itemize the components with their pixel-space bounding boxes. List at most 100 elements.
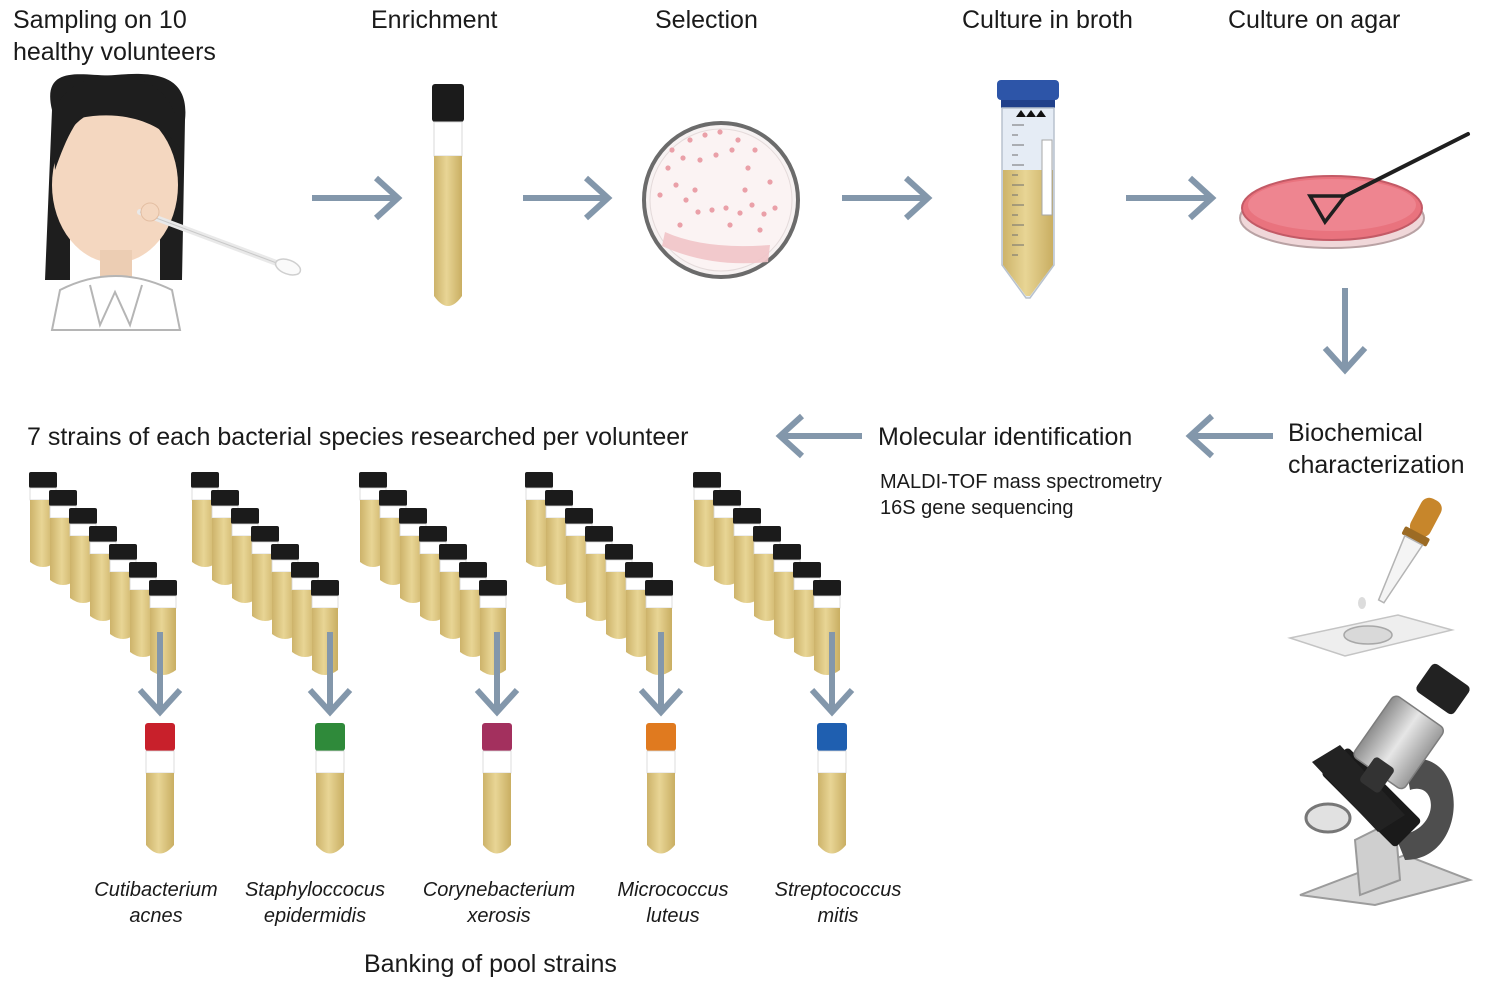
tube-cap bbox=[753, 526, 781, 542]
enrichment-tube bbox=[432, 84, 464, 306]
step-selection-label: Selection bbox=[655, 6, 758, 34]
tube-cap bbox=[545, 490, 573, 506]
colony bbox=[723, 205, 729, 211]
pool-tube-broth bbox=[647, 773, 675, 854]
culture-tube bbox=[379, 490, 407, 585]
tube-broth bbox=[480, 608, 506, 675]
culture-tube bbox=[359, 472, 387, 567]
tube-cap bbox=[459, 562, 487, 578]
colony bbox=[683, 197, 689, 203]
tube-cap bbox=[585, 526, 613, 542]
tube-label bbox=[311, 595, 339, 609]
culture-tube bbox=[29, 472, 57, 567]
tube-label bbox=[813, 595, 841, 609]
pool-tube-broth bbox=[483, 773, 511, 854]
tube-cap bbox=[231, 508, 259, 524]
arrow-molecular-to-strains bbox=[775, 413, 862, 459]
tube-cap bbox=[359, 472, 387, 488]
sampling-line-1: Sampling on 10 bbox=[13, 6, 187, 34]
method-16s-sequencing: 16S gene sequencing bbox=[880, 497, 1074, 519]
tube-broth bbox=[70, 536, 96, 603]
pool-tube bbox=[145, 723, 175, 854]
pool-tube-cap bbox=[315, 723, 345, 751]
culture-tube bbox=[129, 562, 157, 657]
culture-tube bbox=[109, 544, 137, 639]
species-label-3: Micrococcus luteus bbox=[578, 877, 768, 929]
arrow-sampling-to-enrichment bbox=[312, 175, 403, 221]
tube-cap bbox=[733, 508, 761, 524]
arrow-to-pool-tube bbox=[307, 632, 353, 717]
species-label-0: Cutibacterium acnes bbox=[61, 877, 251, 929]
species-name-line-1: Micrococcus bbox=[617, 879, 729, 901]
method-maldi-tof: MALDI-TOF mass spectrometry bbox=[880, 471, 1162, 493]
strain-tube-batches bbox=[29, 472, 841, 675]
tube-cap bbox=[379, 490, 407, 506]
flow-arrows bbox=[137, 175, 1368, 717]
tube-broth bbox=[360, 500, 386, 567]
species-label-1: Staphyloccocus epidermidis bbox=[220, 877, 410, 929]
agar-plate bbox=[1239, 132, 1470, 249]
species-label-4: Streptococcus mitis bbox=[743, 877, 933, 929]
tube-cap bbox=[29, 472, 57, 488]
tube-broth bbox=[774, 572, 800, 639]
tube-batch bbox=[693, 472, 841, 675]
pool-tube-cap bbox=[482, 723, 512, 751]
species-name-line-2: epidermidis bbox=[263, 905, 367, 927]
step-culture-broth-label: Culture in broth bbox=[962, 6, 1133, 34]
tube-broth bbox=[292, 590, 318, 657]
tube-broth bbox=[566, 536, 592, 603]
tube-broth bbox=[714, 518, 740, 585]
species-name-line-2: xerosis bbox=[467, 905, 531, 927]
broth-falcon-tube bbox=[997, 80, 1059, 299]
tube-broth bbox=[110, 572, 136, 639]
pool-tube bbox=[817, 723, 847, 854]
colony bbox=[692, 187, 698, 193]
tube-broth bbox=[252, 554, 278, 621]
culture-tube bbox=[211, 490, 239, 585]
tube-broth bbox=[460, 590, 486, 657]
pool-tube bbox=[482, 723, 512, 854]
tube-broth bbox=[814, 608, 840, 675]
colony bbox=[657, 192, 663, 198]
culture-tube bbox=[813, 580, 841, 675]
tube-broth bbox=[546, 518, 572, 585]
tube-batch bbox=[29, 472, 177, 675]
pool-strain-tubes bbox=[145, 723, 847, 854]
selection-plate bbox=[642, 121, 800, 279]
tube-batch bbox=[359, 472, 507, 675]
culture-tube bbox=[311, 580, 339, 675]
species-label-2: Corynebacterium xerosis bbox=[404, 877, 594, 929]
pool-tube bbox=[315, 723, 345, 854]
colony bbox=[729, 147, 735, 153]
colony bbox=[665, 165, 671, 171]
microscope bbox=[1299, 663, 1474, 907]
tube-cap bbox=[271, 544, 299, 560]
colony bbox=[749, 202, 755, 208]
arrow-to-pool-tube bbox=[137, 632, 183, 717]
colony bbox=[761, 211, 767, 217]
colony bbox=[697, 157, 703, 163]
tube-broth bbox=[212, 518, 238, 585]
tube-broth bbox=[694, 500, 720, 567]
colony bbox=[709, 207, 715, 213]
tube-cap bbox=[89, 526, 117, 542]
pool-tube-cap bbox=[145, 723, 175, 751]
tube-cap bbox=[69, 508, 97, 524]
tube-cap bbox=[479, 580, 507, 596]
tube-broth bbox=[50, 518, 76, 585]
tube-cap bbox=[191, 472, 219, 488]
tube-cap bbox=[311, 580, 339, 596]
arrow-selection-to-broth bbox=[842, 175, 933, 221]
tube-cap bbox=[211, 490, 239, 506]
step-strains-label: 7 strains of each bacterial species rese… bbox=[27, 423, 689, 451]
colony bbox=[695, 209, 701, 215]
tube-broth bbox=[626, 590, 652, 657]
tube-cap bbox=[251, 526, 279, 542]
culture-tube bbox=[733, 508, 761, 603]
tube-broth bbox=[380, 518, 406, 585]
volunteer-figure bbox=[45, 73, 302, 331]
colony bbox=[677, 222, 683, 228]
tube-broth bbox=[606, 572, 632, 639]
